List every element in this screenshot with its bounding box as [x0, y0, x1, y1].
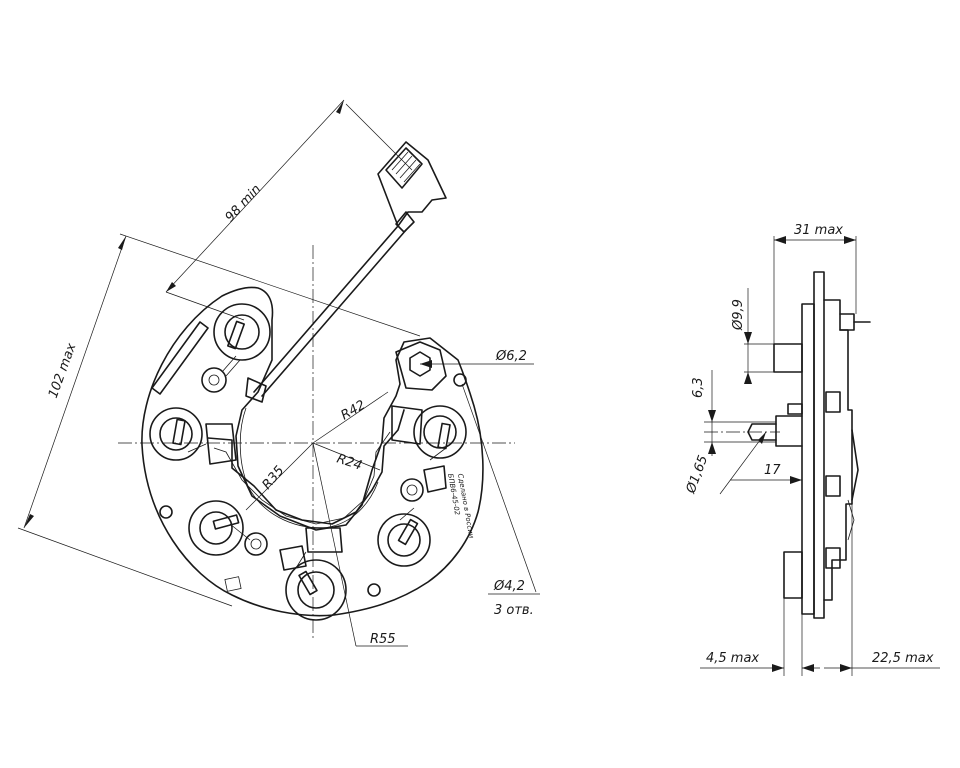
dim-r42-label: R42: [339, 398, 369, 424]
dim-r55-line: [312, 442, 357, 647]
dim-102: [17, 233, 421, 607]
dim-31: [773, 236, 857, 344]
connector-plug: [377, 141, 447, 233]
dim-22-5-label: 22,5 max: [872, 651, 934, 666]
dim-r35-line: [245, 442, 314, 511]
side-right-block-2: [825, 475, 841, 497]
bracket-right-lower: [423, 465, 447, 493]
side-right-wire-2: [847, 499, 855, 541]
dim-r42-line: [312, 391, 389, 444]
conductor-strip: [207, 409, 405, 525]
dim-102-label: 102 max: [46, 341, 80, 400]
dim-d9-9-label: Ø9,9: [731, 299, 746, 331]
marking-square: [224, 576, 242, 592]
dim-98-label: 98 min: [223, 182, 265, 225]
dim-d4-2-label: Ø4,2: [493, 579, 525, 594]
side-pin: [775, 415, 803, 447]
dim-4-5-label: 4,5 max: [706, 651, 759, 666]
diode-pads: [149, 303, 467, 621]
side-right-wire: [851, 429, 859, 501]
dim-17: [730, 476, 802, 484]
side-base: [801, 303, 815, 615]
side-right-block-1: [825, 391, 841, 413]
diode-leads: [172, 320, 451, 596]
side-right-block-3: [825, 547, 841, 569]
dim-22-5: [824, 504, 940, 676]
side-connector-stub: [839, 313, 855, 331]
dim-d6-2: [420, 360, 534, 368]
bracket-mid: [279, 545, 307, 571]
front-view: 98 min 102 max Ø6,2 R42 R24 R35 R55: [17, 99, 540, 647]
connector-cable: [245, 225, 407, 403]
dim-d9-9: [744, 288, 752, 384]
dim-d1-65: [719, 431, 767, 495]
dim-d6-2-label: Ø6,2: [495, 349, 527, 364]
dim-r35-label: R35: [260, 463, 288, 492]
dim-4-5: [700, 598, 820, 676]
terminal-block: [395, 341, 447, 391]
dim-17-label: 17: [764, 463, 781, 478]
dim-6-3-label: 6,3: [691, 377, 706, 398]
dim-6-3: [704, 370, 776, 456]
dim-d1-65-label: Ø1,65: [683, 453, 711, 496]
side-right-components: [823, 299, 853, 601]
slot: [151, 321, 209, 395]
dim-r24-line: [312, 442, 381, 471]
bracket-right: [391, 405, 423, 445]
dim-98: [165, 99, 413, 321]
side-view: 31 max Ø9,9 6,3 Ø1,65 17: [683, 223, 940, 676]
dim-r24-label: R24: [335, 452, 364, 474]
plate-outline: [141, 286, 484, 617]
dim-31-label: 31 max: [794, 223, 843, 238]
side-stud: [773, 343, 803, 373]
bracket-bottom: [305, 527, 343, 553]
side-pin-collar: [787, 403, 803, 415]
side-plate: [813, 271, 825, 619]
inner-edge: [239, 407, 379, 529]
mounting-holes: [159, 367, 467, 597]
dim-r55-label: R55: [370, 632, 396, 647]
dim-d4-2-leader: [461, 383, 537, 593]
bracket-left: [205, 423, 237, 465]
side-bottom-component: [783, 551, 803, 599]
dim-hole-count-label: 3 отв.: [494, 603, 534, 618]
